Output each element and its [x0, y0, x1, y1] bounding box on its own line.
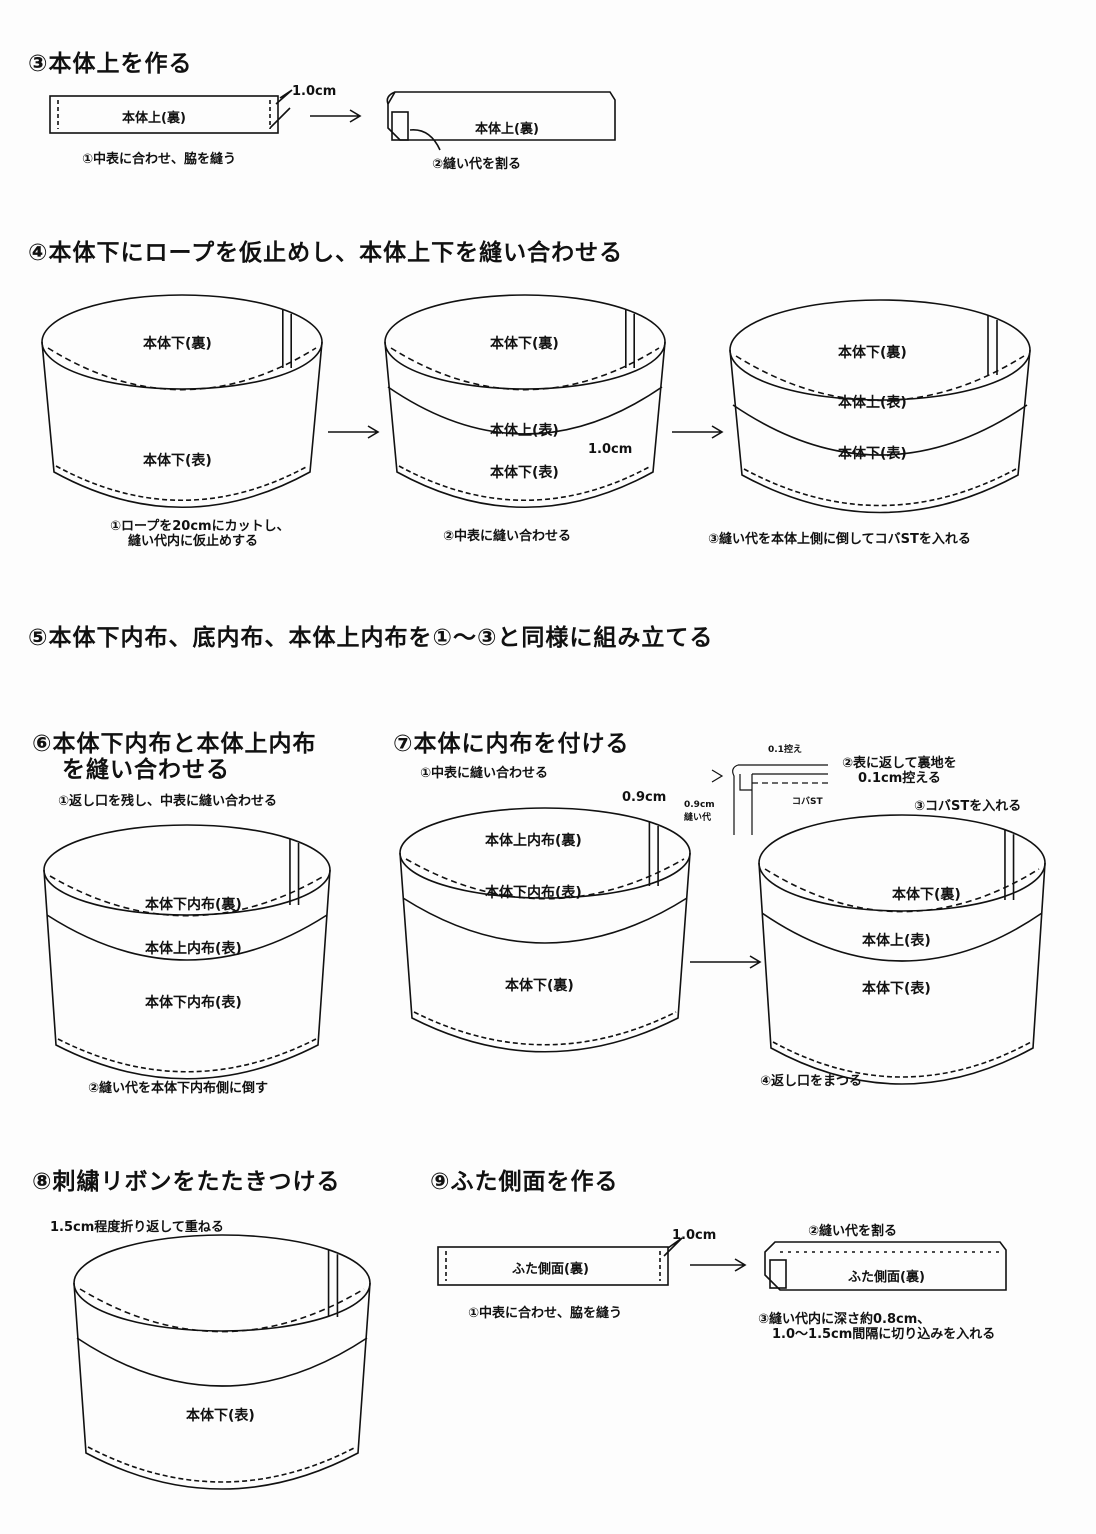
step8-ribbon-cylinder: [73, 1234, 371, 1490]
fabric-label: 本体下(表): [490, 465, 559, 481]
loop-label: ふた側面(裏): [848, 1270, 925, 1285]
fabric-label: 本体上内布(裏): [485, 833, 582, 849]
arrow-icon: [328, 425, 380, 439]
step6-note1: ①返し口を残し、中表に縫い合わせる: [58, 794, 278, 809]
fabric-label: 本体下(表): [143, 453, 212, 469]
step7-note4: ④返し口をまつる: [760, 1074, 863, 1089]
step4-note2: ②中表に縫い合わせる: [443, 529, 572, 544]
arrow-icon: [690, 1258, 747, 1272]
detail-label: 0.1控え: [768, 745, 802, 755]
step4-stitched-cylinder: [729, 299, 1031, 514]
step9-note3: ③縫い代内に深さ約0.8cm、: [758, 1312, 931, 1327]
step8-title: ⑧刺繍リボンをたたきつける: [32, 1169, 341, 1195]
step4-title: ④本体下にロープを仮止めし、本体上下を縫い合わせる: [28, 240, 624, 266]
step6-title-cont: を縫い合わせる: [62, 757, 230, 783]
allowance-label: 0.9cm: [622, 790, 667, 805]
step6-note2: ②縫い代を本体下内布側に倒す: [88, 1081, 269, 1096]
fabric-label: 本体下内布(表): [145, 995, 242, 1011]
seam-allowance-label: 1.0cm: [672, 1228, 717, 1243]
step7-lining-attached-cylinder: [399, 807, 691, 1053]
fabric-label: 本体上(表): [838, 395, 907, 411]
step7-title: ⑦本体に内布を付ける: [393, 731, 630, 757]
fabric-label: 本体上(表): [862, 933, 931, 949]
fabric-label: 本体下(裏): [892, 887, 961, 903]
step3-note1: ①中表に合わせ、脇を縫う: [82, 152, 237, 167]
step9-sewn-loop: [764, 1241, 1007, 1291]
step4-note3: ③縫い代を本体上側に倒してコバSTを入れる: [708, 532, 971, 547]
allowance-label: 1.0cm: [588, 442, 633, 457]
fabric-label: 本体下(表): [838, 446, 907, 462]
step7-note2-cont: 0.1cm控える: [858, 771, 941, 786]
step9-title: ⑨ふた側面を作る: [430, 1169, 619, 1195]
step3-note2: ②縫い代を割る: [432, 157, 522, 172]
fabric-label: 本体上(表): [490, 423, 559, 439]
fabric-label: 本体下(裏): [505, 978, 574, 994]
arrow-icon: [310, 109, 362, 123]
step3-sewn-loop: [386, 91, 616, 151]
fabric-label: 本体下(表): [186, 1408, 255, 1424]
step4-note1-cont: 縫い代内に仮止めする: [128, 534, 259, 549]
step7-note3: ③コバSTを入れる: [914, 799, 1022, 814]
step4-note1: ①ロープを20cmにカットし、: [110, 519, 290, 534]
fabric-label: 本体下(裏): [838, 345, 907, 361]
step9-note2: ②縫い代を割る: [808, 1224, 898, 1239]
fabric-label: 本体下(裏): [490, 336, 559, 352]
step7-note1: ①中表に縫い合わせる: [420, 766, 549, 781]
detail-label: 縫い代: [684, 813, 712, 823]
step7-finished-cylinder: [758, 814, 1046, 1085]
seam-allowance-label: 1.0cm: [292, 84, 337, 99]
fabric-label: 本体下内布(裏): [145, 897, 242, 913]
step4-body-cylinder: [41, 294, 323, 508]
step8-note: 1.5cm程度折り返して重ねる: [50, 1220, 224, 1235]
step4-joined-cylinder: [384, 294, 666, 508]
step5-title: ⑤本体下内布、底内布、本体上内布を①～③と同様に組み立てる: [28, 625, 714, 651]
detail-label: コバST: [792, 797, 823, 807]
arrow-icon: [672, 425, 724, 439]
step6-title: ⑥本体下内布と本体上内布: [32, 731, 317, 757]
fabric-label: 本体下(表): [862, 981, 931, 997]
seam-detail-icon: [711, 764, 828, 835]
fabric-label: 本体下内布(表): [485, 885, 582, 901]
step9-flat-strip: [437, 1237, 683, 1286]
arrow-icon: [690, 955, 762, 969]
strip-label: 本体上(裏): [122, 111, 186, 126]
step9-note1: ①中表に合わせ、脇を縫う: [468, 1306, 623, 1321]
step3-flat-strip: [49, 89, 293, 134]
step3-title: ③本体上を作る: [28, 51, 193, 77]
fabric-label: 本体上内布(表): [145, 941, 242, 957]
loop-label: 本体上(裏): [475, 122, 539, 137]
step6-lining-cylinder: [43, 824, 331, 1080]
fabric-label: 本体下(裏): [143, 336, 212, 352]
step9-note3-cont: 1.0～1.5cm間隔に切り込みを入れる: [772, 1327, 996, 1342]
strip-label: ふた側面(裏): [512, 1262, 589, 1277]
detail-label: 0.9cm: [684, 800, 715, 810]
step7-note2: ②表に返して裏地を: [842, 756, 957, 771]
